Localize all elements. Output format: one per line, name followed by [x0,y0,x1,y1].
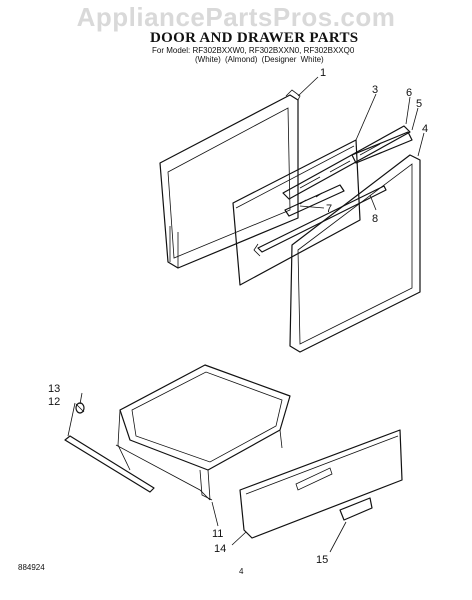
part-8-door-handle [253,185,387,257]
part-15-drawer-handle [339,497,373,521]
callout-14: 14 [214,543,226,555]
callout-1: 1 [320,67,326,79]
part-6-top-trim [282,125,411,200]
part-14-drawer-front [239,429,403,539]
part-1-door-frame [159,89,301,269]
page-title: DOOR AND DRAWER PARTS [150,30,359,46]
callout-8: 8 [372,213,378,225]
part-5-side-trim [351,131,413,164]
part-13-fastener [75,402,85,414]
callout-15: 15 [316,554,328,566]
part-12-drawer-slide [64,435,155,493]
part-11-drawer-body [115,364,291,501]
callout-12: 12 [48,396,60,408]
callout-3: 3 [372,84,378,96]
part-3-glass-panel [232,139,361,286]
part-4-door-gasket [289,154,421,353]
callout-11: 11 [212,528,223,540]
page-number: 4 [239,567,244,576]
part-7-trim-strip [284,184,345,217]
callout-7: 7 [326,203,332,215]
callout-5: 5 [416,98,422,110]
leader-lines [67,76,425,553]
watermark: AppliancePartsPros.com [76,2,396,32]
callout-4: 4 [422,123,428,135]
callout-6: 6 [406,87,412,99]
model-list: For Model: RF302BXXW0, RF302BXXN0, RF302… [152,46,355,55]
diagram-code: 884924 [18,563,45,572]
callout-13: 13 [48,383,60,395]
color-list: (White) (Almond) (Designer White) [195,55,324,64]
